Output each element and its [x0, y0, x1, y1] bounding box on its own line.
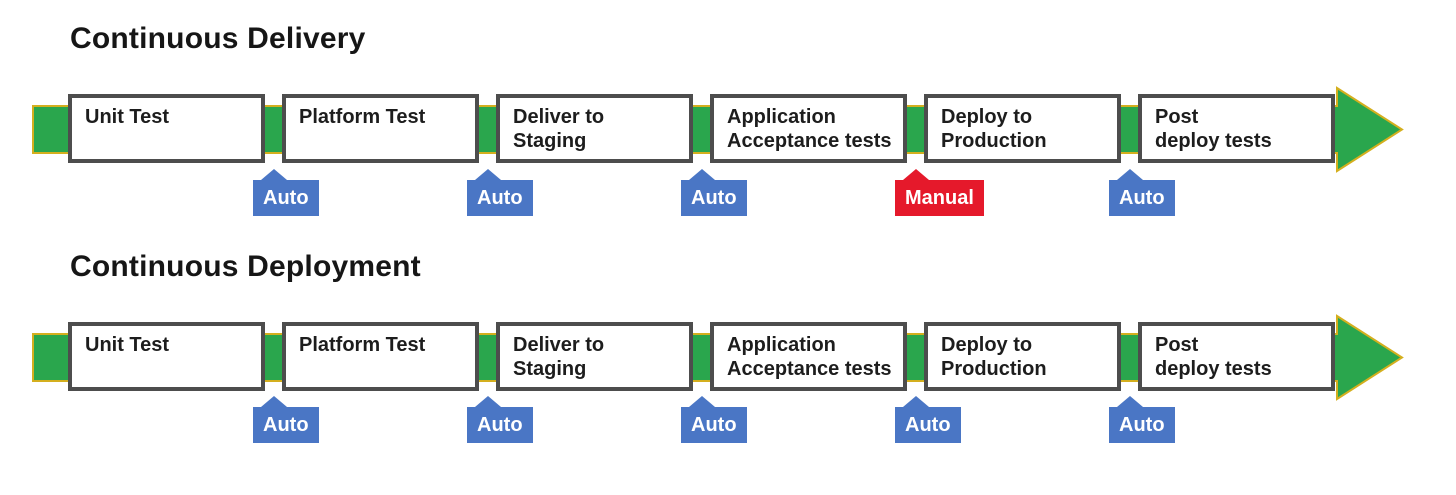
stage-label: Deliver to Staging: [513, 106, 605, 153]
gate-auto-tag: Auto: [253, 169, 319, 216]
gate-label: Auto: [477, 413, 523, 436]
gate-label: Auto: [1119, 186, 1165, 209]
gate-auto-tag: Auto: [895, 396, 961, 443]
gate-label: Auto: [477, 186, 523, 209]
stage-label: Deliver to Staging: [513, 334, 605, 381]
gate-auto-tag: Auto: [253, 396, 319, 443]
gate-auto-tag: Auto: [681, 396, 747, 443]
stage-post-deploy-tests: Post deploy tests: [1138, 322, 1335, 391]
gate-label: Auto: [691, 186, 737, 209]
stage-platform-test: Platform Test: [282, 94, 479, 163]
gate-label: Auto: [691, 413, 737, 436]
stage-label: Application Acceptance tests: [727, 334, 892, 381]
gate-label: Auto: [905, 413, 951, 436]
stage-unit-test: Unit Test: [68, 94, 265, 163]
pipeline-title-delivery: Continuous Delivery: [70, 22, 366, 55]
stage-deploy-to-production: Deploy to Production: [924, 322, 1121, 391]
gate-auto-tag: Auto: [1109, 169, 1175, 216]
gate-manual-tag: Manual: [895, 169, 984, 216]
stage-label: Platform Test: [299, 106, 426, 128]
stage-deploy-to-production: Deploy to Production: [924, 94, 1121, 163]
stage-deliver-to-staging: Deliver to Staging: [496, 94, 693, 163]
stage-label: Post deploy tests: [1155, 334, 1272, 381]
stage-label: Post deploy tests: [1155, 106, 1272, 153]
pipeline-title-deployment: Continuous Deployment: [70, 250, 421, 283]
stage-unit-test: Unit Test: [68, 322, 265, 391]
gate-auto-tag: Auto: [1109, 396, 1175, 443]
gate-auto-tag: Auto: [681, 169, 747, 216]
stage-application-acceptance-tests: Application Acceptance tests: [710, 322, 907, 391]
gate-label: Auto: [263, 186, 309, 209]
stage-post-deploy-tests: Post deploy tests: [1138, 94, 1335, 163]
gate-auto-tag: Auto: [467, 396, 533, 443]
stage-deliver-to-staging: Deliver to Staging: [496, 322, 693, 391]
gate-label: Auto: [1119, 413, 1165, 436]
stage-application-acceptance-tests: Application Acceptance tests: [710, 94, 907, 163]
stage-label: Platform Test: [299, 334, 426, 356]
stage-label: Application Acceptance tests: [727, 106, 892, 153]
gate-label: Manual: [905, 186, 974, 209]
gate-auto-tag: Auto: [467, 169, 533, 216]
stage-platform-test: Platform Test: [282, 322, 479, 391]
gate-label: Auto: [263, 413, 309, 436]
stage-label: Unit Test: [85, 106, 170, 128]
stage-label: Deploy to Production: [941, 106, 1047, 153]
stage-label: Unit Test: [85, 334, 170, 356]
stage-label: Deploy to Production: [941, 334, 1047, 381]
